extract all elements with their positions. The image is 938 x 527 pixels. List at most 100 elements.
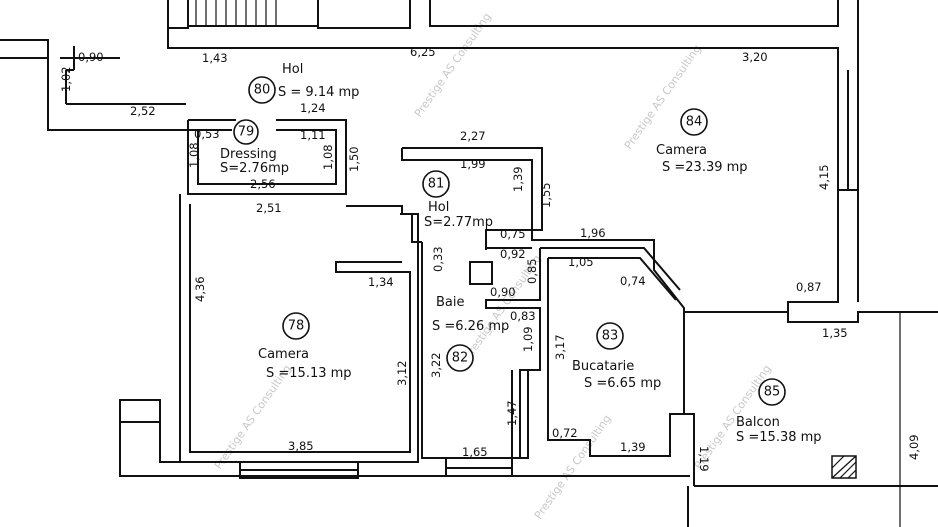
room-83-circle — [596, 322, 624, 350]
room-82-number: 82 — [452, 351, 469, 366]
dim-label: 1,08 — [187, 142, 201, 168]
dim-label: 3,85 — [288, 439, 314, 453]
baie-walls — [421, 242, 541, 459]
room-85-area: S =15.38 mp — [736, 430, 822, 445]
dim-label: 1,11 — [300, 128, 326, 142]
dim-label: 2,51 — [256, 201, 282, 215]
room-82-area: S =6.26 mp — [432, 319, 509, 334]
hol-81-inner — [402, 147, 543, 250]
room-79-area: S=2.76mp — [220, 161, 289, 176]
dim-label: 1,39 — [511, 166, 525, 192]
room-markers: 80 79 78 81 82 84 83 85 — [233, 76, 786, 406]
room-85-number: 85 — [764, 385, 781, 400]
walls — [0, 28, 938, 527]
dim-label: 0,75 — [500, 227, 526, 241]
baie-fixture — [469, 261, 493, 285]
dim-label: 0,92 — [500, 247, 526, 261]
room-84-area: S =23.39 mp — [662, 160, 748, 175]
room-82-circle — [446, 344, 474, 372]
room-79-name: Dressing — [220, 147, 277, 162]
left-stub — [0, 57, 48, 59]
window-camera-84 — [837, 70, 859, 191]
dim-label: 4,15 — [817, 164, 831, 190]
room-80-name: Hol — [282, 62, 303, 77]
dim-label: 2,56 — [250, 177, 276, 191]
dim-label: 1,55 — [539, 182, 553, 208]
dim-label: 1,47 — [505, 400, 519, 426]
baie-right — [511, 370, 529, 459]
room-84-number: 84 — [686, 115, 703, 130]
dim-label: 0,87 — [796, 280, 822, 294]
dim-label: 0,53 — [194, 127, 220, 141]
camera-78-left-bump — [119, 399, 180, 463]
room-78-name: Camera — [258, 347, 309, 362]
dimension-labels: 0,90 1,02 1,43 6,25 3,20 2,52 1,24 0,53 … — [59, 45, 921, 472]
dim-label: 1,19 — [697, 446, 711, 472]
dim-label: 1,09 — [521, 326, 535, 352]
dim-label: 0,85 — [525, 258, 539, 284]
dim-label: 1,50 — [347, 146, 361, 172]
balcon-walls — [687, 312, 938, 527]
room-79-number: 79 — [238, 125, 255, 140]
dim-label: 1,08 — [321, 144, 335, 170]
hol-81-walls — [401, 148, 788, 313]
dim-label: 0,90 — [78, 50, 104, 64]
dim-label: 0,83 — [510, 309, 536, 323]
dim-label: 4,36 — [193, 276, 207, 302]
dim-label: 0,72 — [552, 426, 578, 440]
dim-label: 3,12 — [395, 360, 409, 386]
room-85-name: Balcon — [736, 415, 780, 430]
dim-label: 1,96 — [580, 226, 606, 240]
dim-label: 2,52 — [130, 104, 156, 118]
dim-label: 1,39 — [620, 440, 646, 454]
room-labels: Hol S = 9.14 mp Dressing S=2.76mp Camera… — [220, 62, 822, 445]
upper-walls — [167, 0, 411, 29]
room-80-area: S = 9.14 mp — [278, 85, 359, 100]
room-83-area: S =6.65 mp — [584, 376, 661, 391]
dim-label: 0,33 — [431, 246, 445, 272]
room-84-circle — [680, 108, 708, 136]
dim-label: 1,99 — [460, 157, 486, 171]
dim-label: 2,27 — [460, 129, 486, 143]
dim-label: 4,09 — [907, 434, 921, 460]
room-83-name: Bucatarie — [572, 359, 634, 374]
window-camera-78 — [239, 462, 359, 479]
corridor-left-detail — [65, 46, 186, 105]
dim-label: 1,05 — [568, 255, 594, 269]
room-78-area: S =15.13 mp — [266, 366, 352, 381]
bucatarie-walls — [540, 247, 695, 486]
stair-steps — [195, 0, 277, 26]
dressing-walls — [187, 119, 347, 195]
room-79-circle — [233, 119, 259, 145]
dim-label: 3,17 — [553, 334, 567, 360]
upper-structure — [167, 0, 859, 72]
dim-label: 0,90 — [490, 285, 516, 299]
room-78-circle — [282, 312, 310, 340]
room-82-name: Baie — [436, 295, 465, 310]
dim-label: 3,22 — [429, 352, 443, 378]
dim-label: 1,24 — [300, 101, 326, 115]
upper-right-walls — [429, 0, 839, 27]
hol-81-left — [400, 213, 422, 243]
room-84-name: Camera — [656, 143, 707, 158]
dim-label: 0,74 — [620, 274, 646, 288]
dim-label: 1,34 — [368, 275, 394, 289]
room-85-circle — [758, 378, 786, 406]
room-83-number: 83 — [602, 329, 619, 344]
room-81-number: 81 — [428, 177, 445, 192]
dim-label: 1,35 — [822, 326, 848, 340]
room-80-circle — [248, 76, 276, 104]
dim-label: 1,65 — [462, 445, 488, 459]
dim-label: 6,25 — [410, 45, 436, 59]
room-78-number: 78 — [288, 319, 305, 334]
window-baie — [445, 458, 513, 477]
dim-label: 1,43 — [202, 51, 228, 65]
hatched-column — [831, 455, 857, 479]
room-81-area: S=2.77mp — [424, 215, 493, 230]
room-80-number: 80 — [254, 83, 271, 98]
dim-label: 1,02 — [59, 66, 73, 92]
room-81-circle — [422, 170, 450, 198]
dim-label: 3,20 — [742, 50, 768, 64]
room-81-name: Hol — [428, 200, 449, 215]
